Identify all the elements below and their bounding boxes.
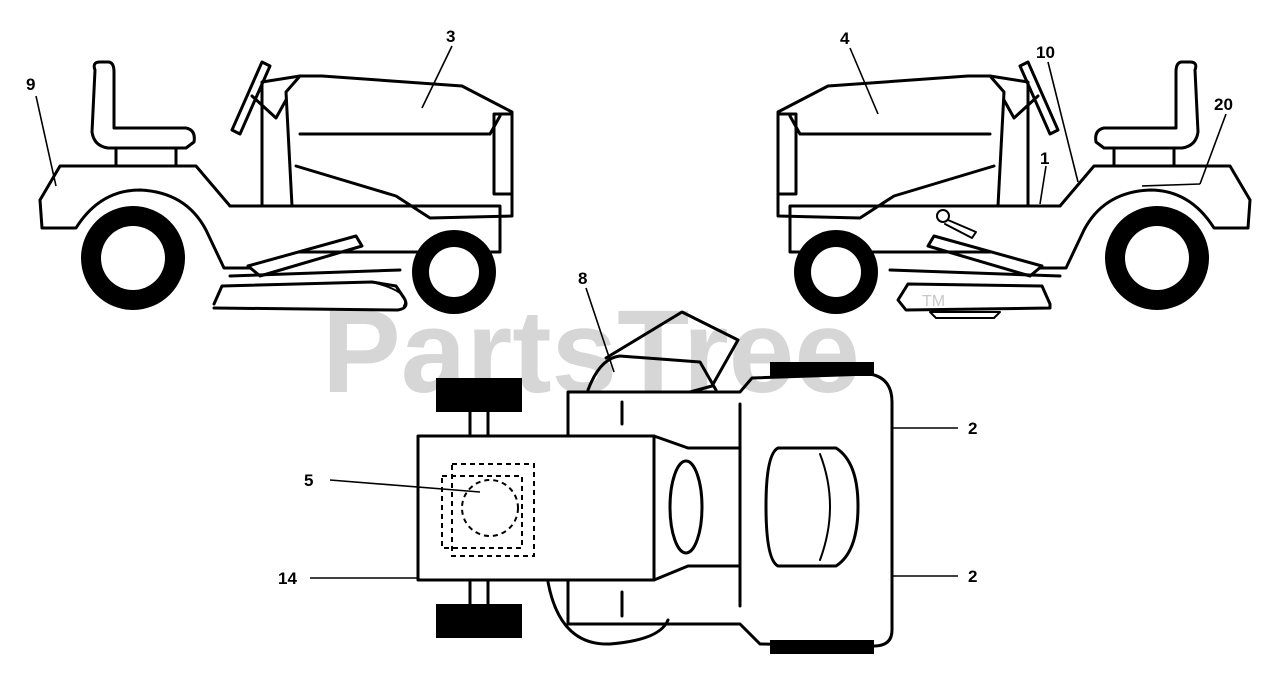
right-deck-skirt [929, 311, 1001, 319]
top-seat-cushion [586, 354, 718, 392]
left-dash-panel [284, 74, 302, 208]
right-rear-wheel-rim [1125, 226, 1189, 290]
left-hood [294, 74, 514, 220]
callout-labels: 3 9 4 10 20 1 8 5 14 2 2 [26, 27, 1233, 588]
leader-8 [585, 287, 615, 373]
top-seat-contour [819, 453, 831, 561]
left-steering-column [250, 94, 288, 120]
leader-1 [1039, 165, 1047, 205]
right-steering-column [1002, 94, 1040, 120]
callout-1: 1 [1040, 149, 1049, 168]
left-rear-wheel-rim [101, 226, 165, 290]
left-hood-line [298, 114, 502, 136]
watermark-text: PartsTree [322, 286, 860, 418]
right-hood-line [788, 114, 992, 136]
leader-9 [35, 95, 57, 187]
right-front-wheel-rim [811, 247, 861, 297]
right-fender-lower [1038, 188, 1252, 270]
leader-3 [421, 45, 453, 109]
top-seat [764, 446, 860, 568]
top-dash [652, 434, 742, 582]
left-frame [228, 204, 502, 254]
left-fender-lower [38, 188, 252, 270]
callout-3: 3 [446, 27, 455, 46]
top-front-tire-upper [436, 378, 522, 412]
left-seat-post [114, 146, 178, 168]
callout-5: 5 [304, 471, 313, 490]
top-rear-body [566, 372, 894, 648]
right-mower-deck [896, 282, 1052, 312]
leader-4 [849, 47, 879, 115]
top-front-axle [468, 408, 490, 608]
leader-20b [1141, 183, 1201, 187]
top-front-tire-lower [436, 604, 522, 638]
callout-2-lower: 2 [968, 567, 977, 586]
leader-10 [1047, 61, 1079, 183]
callout-9: 9 [26, 75, 35, 94]
right-side-view-tractor [776, 60, 1252, 319]
callout-20: 20 [1214, 95, 1233, 114]
left-steering-wheel [230, 60, 272, 136]
left-rear-fender [38, 74, 320, 208]
top-hood-decal-outline [451, 463, 535, 557]
left-grille [492, 112, 514, 196]
right-seat-post [1112, 146, 1176, 168]
callout-leaders [35, 45, 1227, 579]
top-hood-decal-outline-inner [441, 475, 523, 549]
right-footrest [888, 268, 1062, 278]
right-lift-lever [936, 209, 977, 239]
left-seat [90, 60, 196, 150]
right-dash-panel [988, 74, 1006, 208]
right-pedal [926, 234, 1044, 278]
top-steering-wheel-arc [546, 580, 670, 646]
callout-2-upper: 2 [968, 419, 977, 438]
callout-10: 10 [1036, 43, 1055, 62]
top-hood [416, 434, 656, 582]
watermark-trademark: TM [922, 293, 945, 310]
callout-4: 4 [840, 29, 850, 48]
top-hood-logo-circle [461, 479, 519, 537]
top-seat-back [604, 310, 740, 394]
right-frame [788, 204, 1062, 254]
top-view-tractor [416, 310, 894, 654]
top-rear-tire-upper [770, 362, 874, 376]
left-pedal [246, 234, 364, 278]
left-side-view-tractor [38, 60, 514, 314]
callout-14: 14 [278, 569, 297, 588]
right-hood [776, 74, 996, 220]
left-footrest [228, 268, 402, 278]
left-front-wheel-rim [429, 247, 479, 297]
right-grille [776, 112, 798, 196]
leader-20 [1199, 113, 1227, 185]
right-steering-wheel [1018, 60, 1060, 136]
top-dash-oval [668, 459, 704, 555]
left-deck-chute [371, 281, 407, 307]
right-seat [1094, 60, 1200, 150]
right-rear-fender [970, 74, 1252, 208]
callout-8: 8 [578, 269, 587, 288]
leader-5 [329, 479, 481, 493]
